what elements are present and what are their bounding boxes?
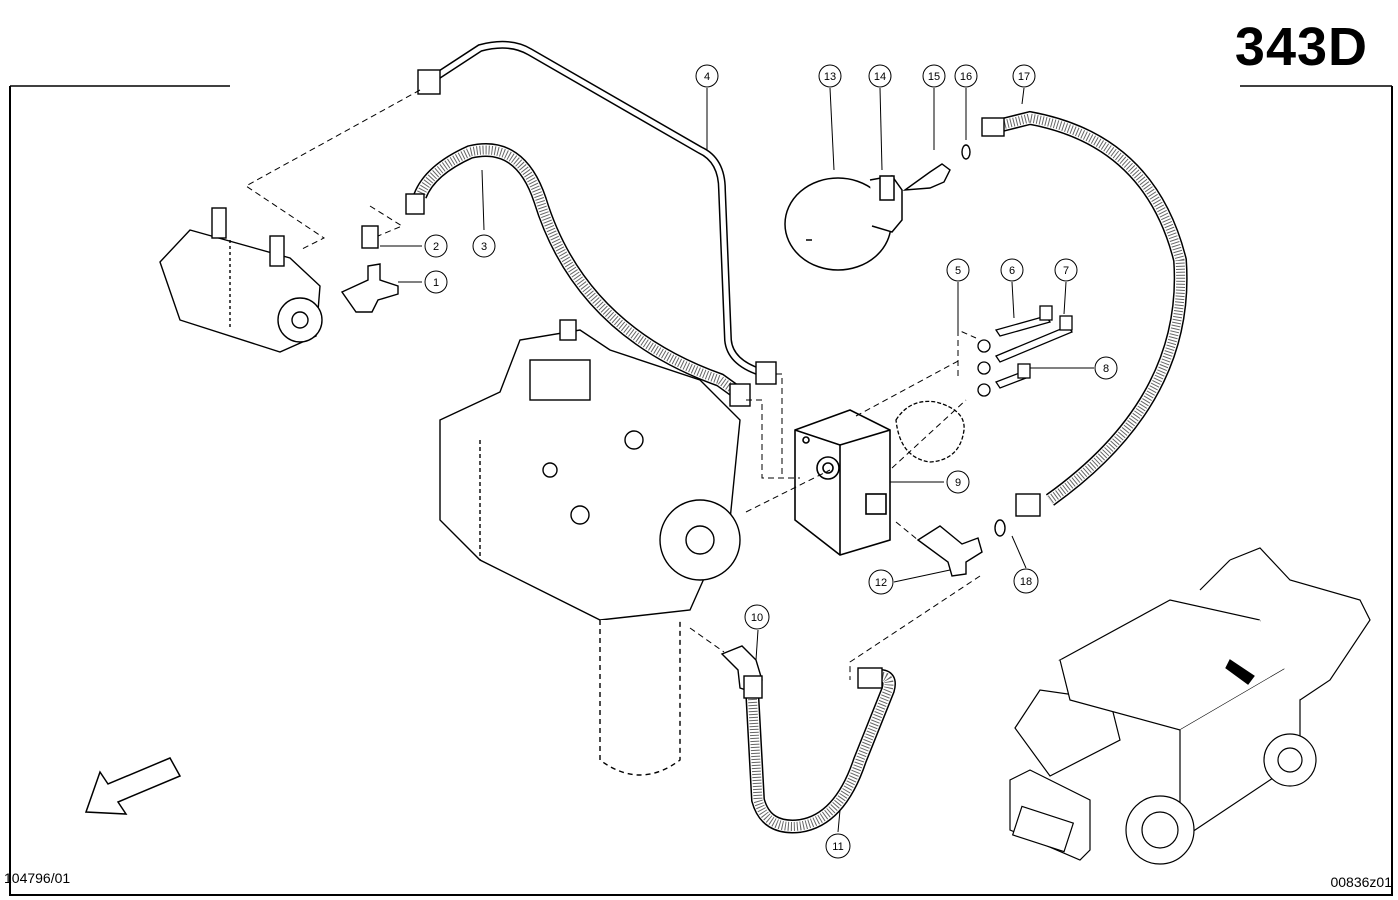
pipe-4 xyxy=(417,40,777,385)
svg-text:17: 17 xyxy=(1018,71,1030,83)
callout-2: 2 xyxy=(424,234,448,258)
page-frame xyxy=(9,85,1393,896)
gear-pump xyxy=(159,207,323,353)
callout-15: 15 xyxy=(922,64,946,88)
travel-direction-arrow-icon xyxy=(84,757,182,815)
callout-17: 17 xyxy=(1012,64,1036,88)
callout-4: 4 xyxy=(695,64,719,88)
fitting-nipple-15 xyxy=(902,144,971,191)
tee-fitting-12 xyxy=(916,519,1006,577)
hydrostatic-pump xyxy=(439,319,741,776)
callout-9: 9 xyxy=(946,470,970,494)
callout-bubbles: 1 2 3 4 5 6 7 8 9 10 11 12 13 14 15 16 1… xyxy=(424,64,1118,859)
svg-text:3: 3 xyxy=(481,241,487,253)
svg-text:14: 14 xyxy=(874,71,886,83)
hose-11 xyxy=(743,667,896,834)
drawing-reference-right: 00836z01 xyxy=(1330,874,1392,890)
svg-text:8: 8 xyxy=(1103,363,1109,375)
svg-text:6: 6 xyxy=(1009,265,1015,277)
callout-16: 16 xyxy=(954,64,978,88)
hose-3 xyxy=(405,143,751,407)
svg-text:18: 18 xyxy=(1020,576,1032,588)
svg-text:10: 10 xyxy=(751,612,763,624)
callout-13: 13 xyxy=(818,64,842,88)
svg-text:13: 13 xyxy=(824,71,836,83)
callout-12: 12 xyxy=(868,569,894,595)
svg-text:15: 15 xyxy=(928,71,940,83)
combine-harvester-icon xyxy=(1009,547,1371,865)
callout-6: 6 xyxy=(1000,258,1024,282)
callout-11: 11 xyxy=(825,833,851,859)
callout-14: 14 xyxy=(868,64,892,88)
accumulator-sphere xyxy=(784,175,903,271)
svg-text:11: 11 xyxy=(832,841,843,853)
svg-text:12: 12 xyxy=(875,577,887,589)
callout-3: 3 xyxy=(472,234,496,258)
assembly-lines xyxy=(245,89,981,680)
svg-text:7: 7 xyxy=(1063,265,1069,277)
tee-fitting-1 xyxy=(340,225,399,313)
callout-10: 10 xyxy=(744,604,770,630)
svg-text:16: 16 xyxy=(960,71,972,83)
valve-block-9 xyxy=(794,409,891,556)
hose-17 xyxy=(981,110,1188,517)
callout-7: 7 xyxy=(1054,258,1078,282)
flange-and-bolts xyxy=(895,305,1073,463)
svg-text:4: 4 xyxy=(704,71,710,83)
callout-leaders xyxy=(380,87,1094,833)
callout-18: 18 xyxy=(1013,568,1039,594)
callout-8: 8 xyxy=(1094,356,1118,380)
drawing-reference-left: 104796/01 xyxy=(4,870,71,886)
svg-text:9: 9 xyxy=(955,477,961,489)
svg-text:2: 2 xyxy=(433,241,439,253)
callout-5: 5 xyxy=(946,258,970,282)
page-code: 343D xyxy=(1234,17,1368,77)
callout-1: 1 xyxy=(424,270,448,294)
svg-text:1: 1 xyxy=(433,277,439,289)
svg-text:5: 5 xyxy=(955,265,961,277)
